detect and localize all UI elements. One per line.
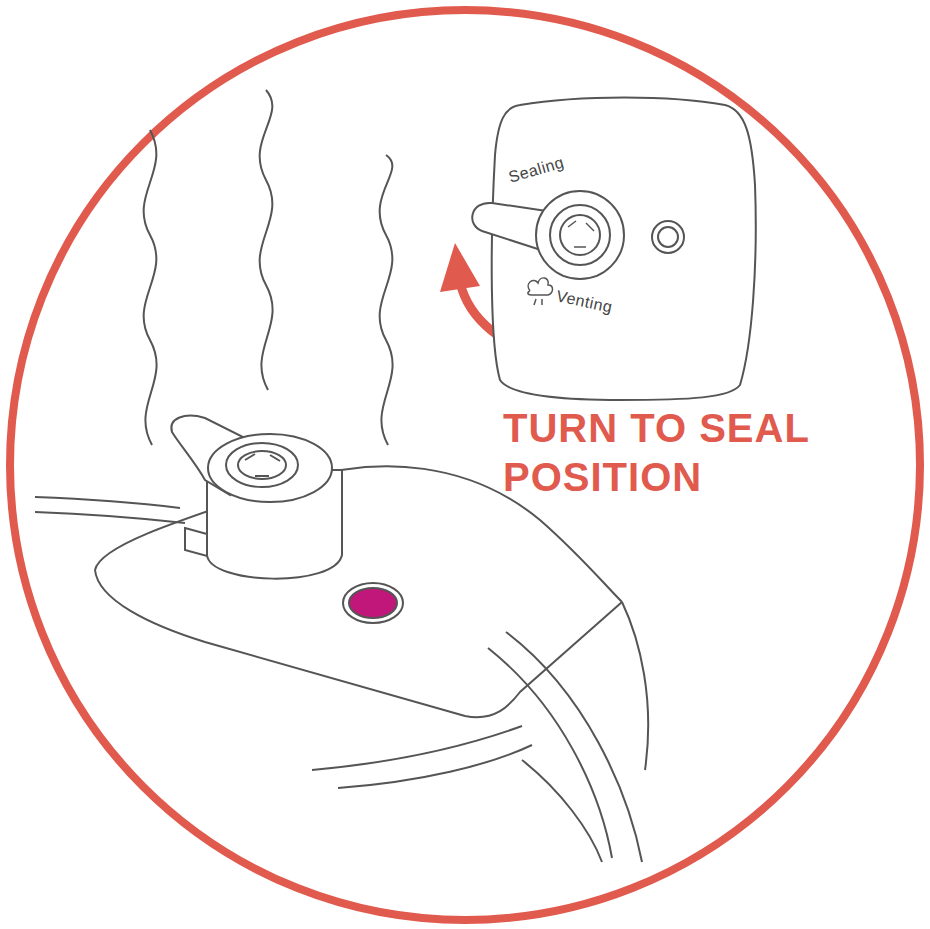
steam-valve bbox=[171, 416, 403, 623]
instruction-text: TURN TO SEAL POSITION bbox=[503, 404, 903, 502]
float-valve bbox=[349, 588, 397, 618]
inset-outline bbox=[490, 95, 755, 400]
frame-circle bbox=[10, 10, 920, 920]
steam-lines bbox=[144, 90, 393, 445]
cooker-lid bbox=[35, 466, 648, 862]
valve-inset: SealingVenting bbox=[490, 95, 755, 400]
